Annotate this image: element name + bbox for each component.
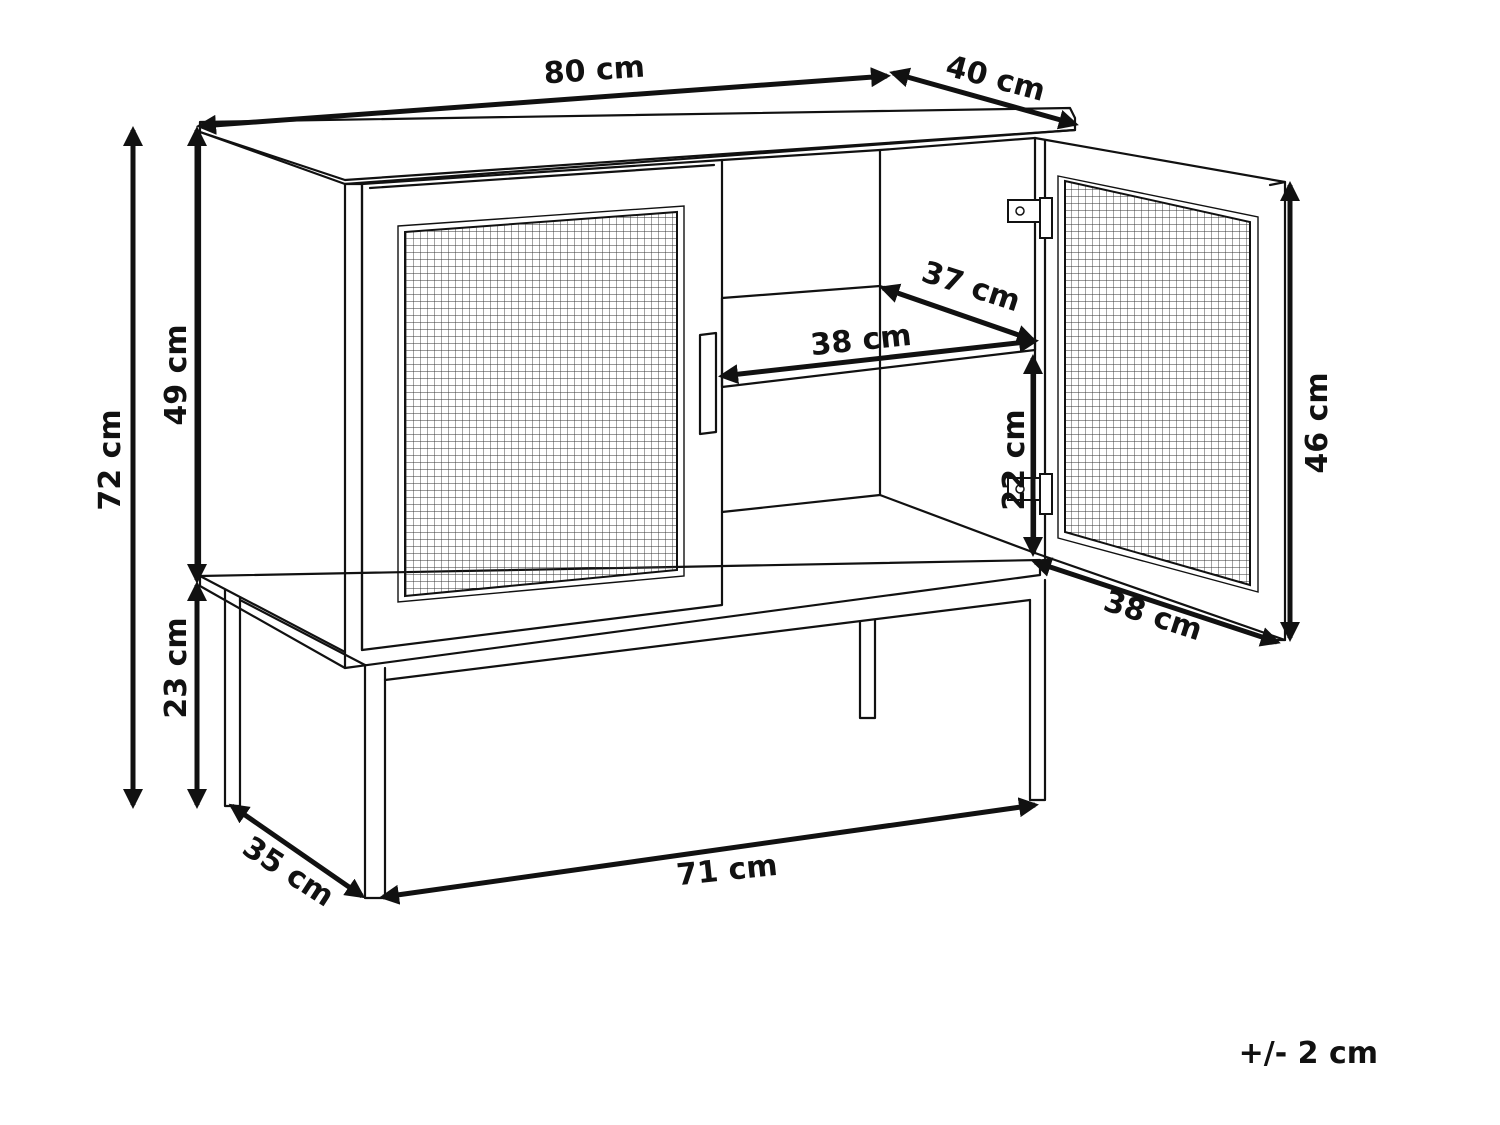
door-handle [698, 331, 718, 436]
dim-arrow-leg-width [379, 797, 1039, 905]
dim-arrow-width-top [196, 67, 891, 135]
label-shelf-depth: 37 cm [917, 255, 1024, 320]
label-height-total: 72 cm [93, 409, 128, 510]
label-height-legs: 23 cm [159, 617, 194, 718]
label-shelf-height: 22 cm [997, 409, 1032, 510]
dim-arrow-depth-top [889, 67, 1079, 130]
left-door-cane-panel [397, 205, 685, 603]
dim-arrow-door-width [1031, 557, 1281, 647]
dim-arrow-shelf-width [718, 332, 1039, 385]
legs [223, 578, 1047, 900]
tolerance-note: +/- 2 cm [1239, 1036, 1378, 1071]
dim-arrow-leg-depth [228, 803, 366, 899]
right-door-open [1033, 136, 1287, 642]
hinge-top-icon [1007, 197, 1053, 239]
left-door [360, 158, 724, 652]
dimension-lines [123, 67, 1300, 905]
dim-arrow-shelf-depth [879, 283, 1037, 345]
label-door-height: 46 cm [1300, 372, 1335, 473]
label-width-top: 80 cm [543, 50, 646, 92]
label-height-body: 49 cm [159, 324, 194, 425]
cabinet-illustration [198, 106, 1287, 900]
